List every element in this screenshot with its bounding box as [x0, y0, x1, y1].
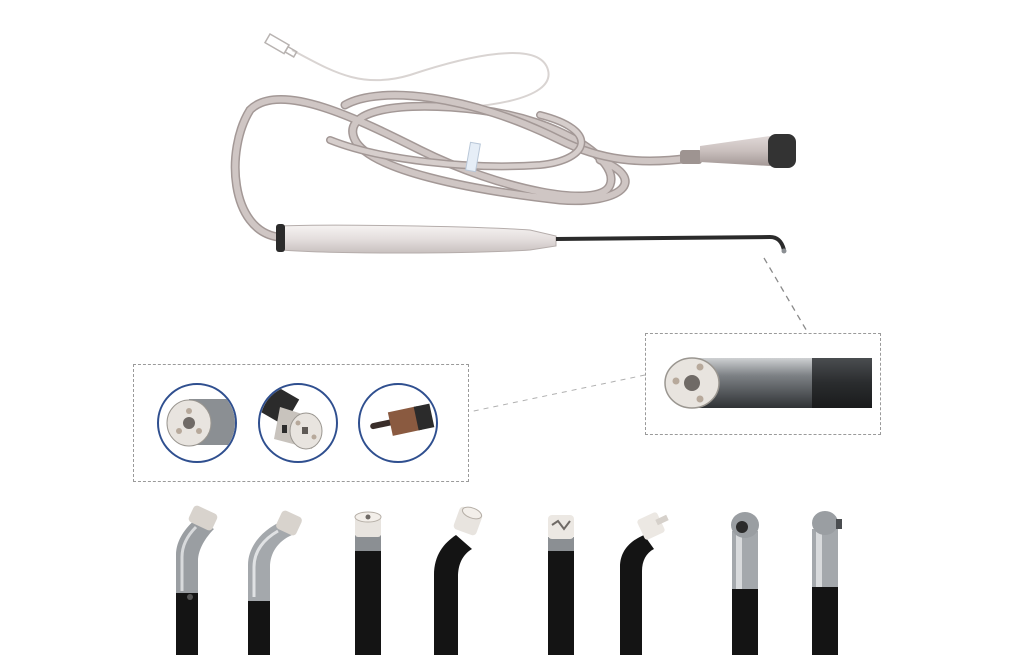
fiber-cable	[263, 32, 550, 110]
scope-tip-icon	[538, 505, 608, 655]
cable-connector-icon	[680, 134, 796, 168]
fiber-connector-icon	[263, 32, 298, 58]
tip-variant-icon	[358, 383, 438, 463]
probe-shaft	[555, 234, 787, 254]
scope-tip-icon	[238, 505, 308, 655]
scope-tip-icon	[802, 505, 872, 655]
tip-leader-line	[763, 257, 809, 334]
tip-variant-icon	[258, 383, 338, 463]
scope-tip-icon	[162, 505, 232, 655]
tip-detail-frame	[645, 333, 881, 435]
variants-leader-line	[468, 374, 646, 413]
scope-tip-icon	[345, 505, 415, 655]
scope-tip-icon	[430, 505, 500, 655]
scope-tip-icon	[722, 505, 792, 655]
probe-tip-icon	[652, 349, 874, 419]
tip-variant-icon	[157, 383, 237, 463]
probe-handle	[276, 224, 557, 254]
tip-variants-frame	[133, 364, 469, 482]
scope-tips-row	[150, 505, 870, 655]
scope-tip-icon	[616, 505, 686, 655]
coiled-cable	[230, 90, 695, 242]
